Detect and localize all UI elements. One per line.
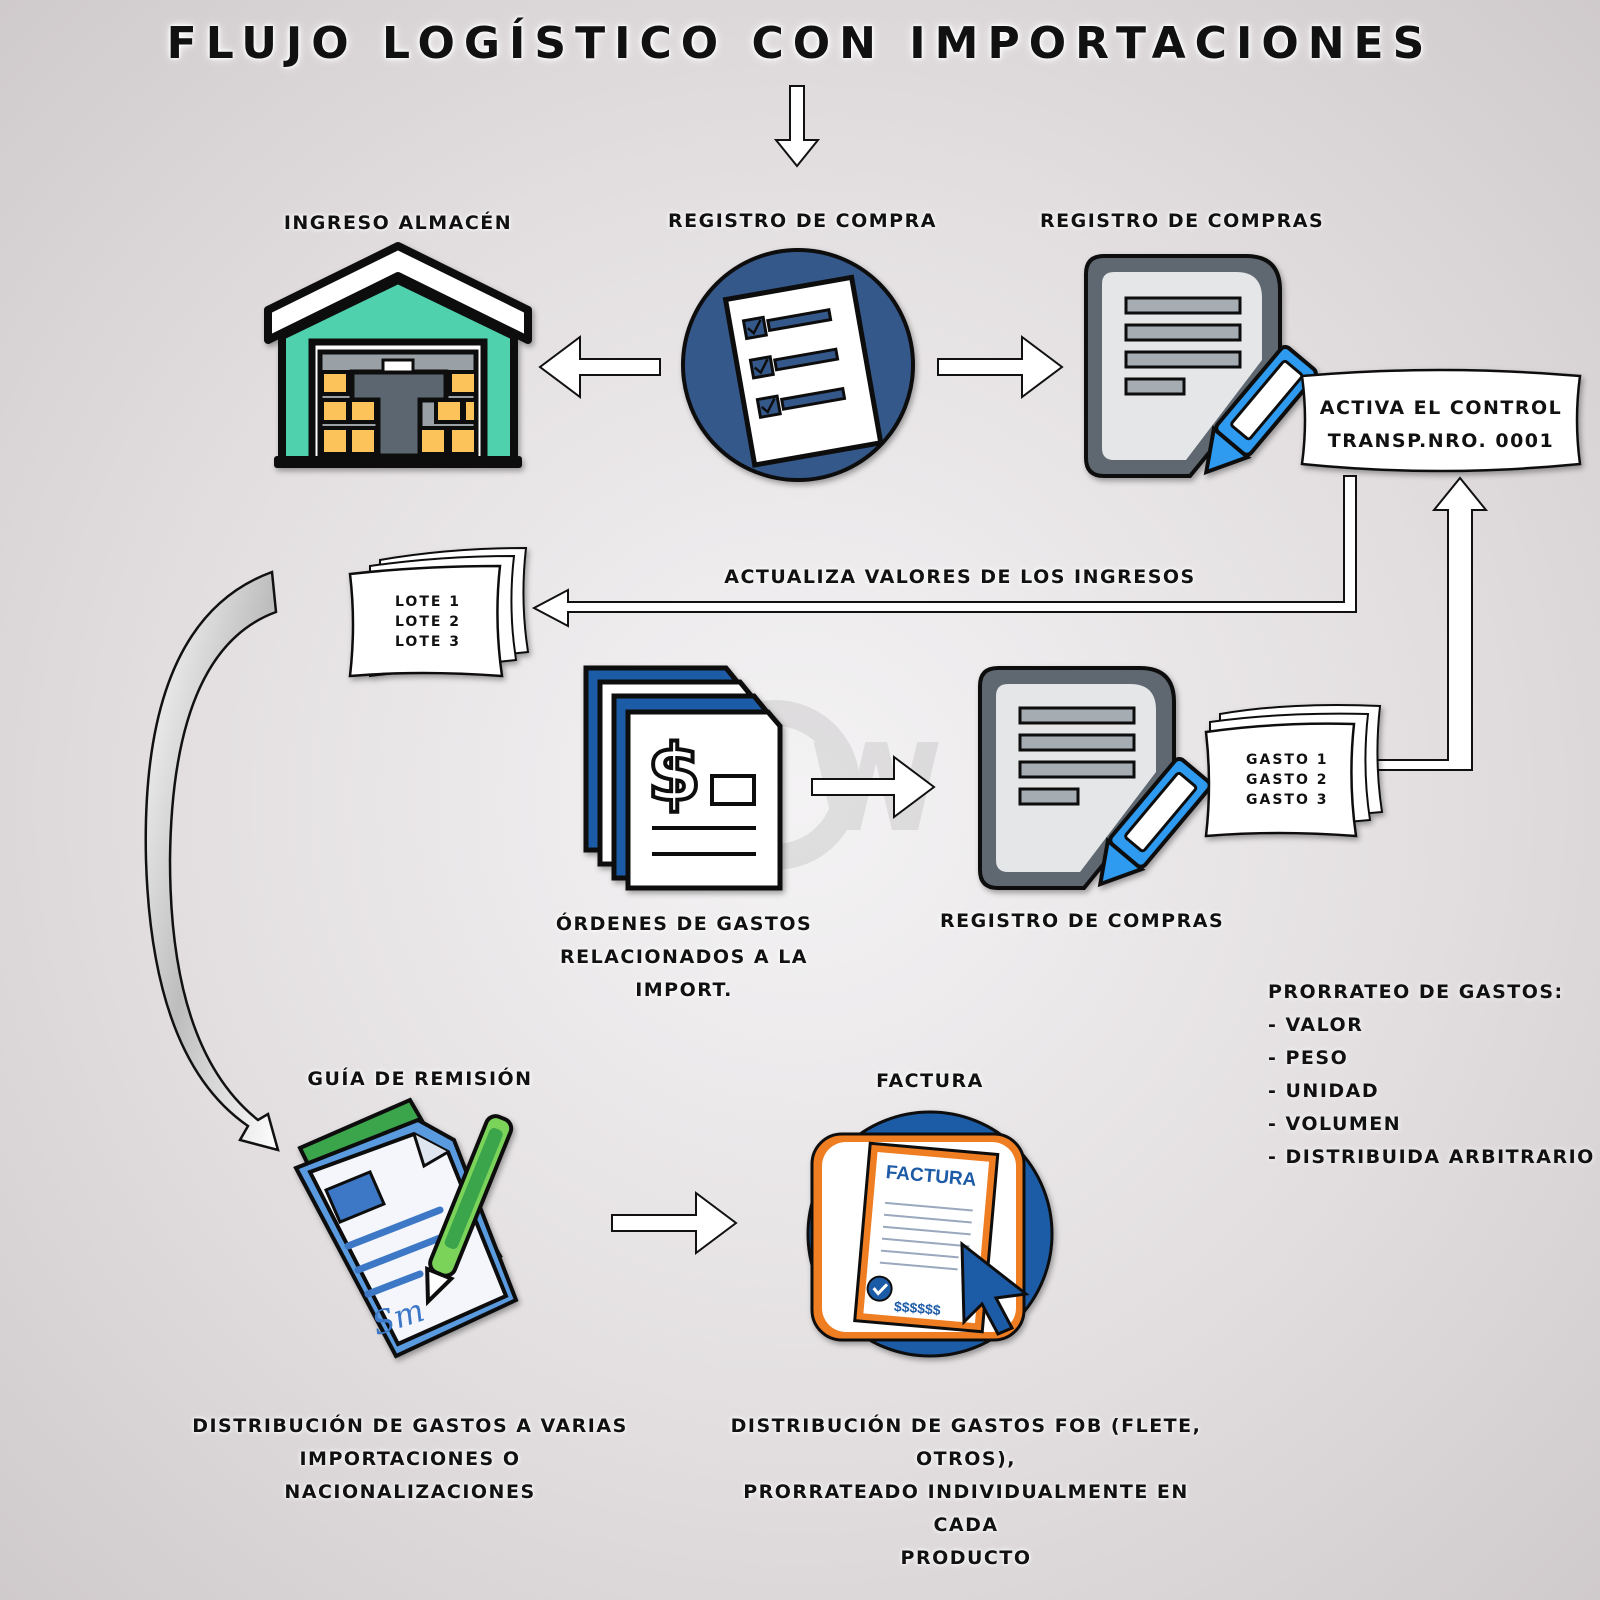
prorrateo-item: - PESO — [1268, 1047, 1349, 1069]
control-line-2: TRANSP.NRO. 0001 — [1327, 430, 1555, 452]
label-dist-fob: DISTRIBUCIÓN DE GASTOS FOB (FLETE, OTROS… — [716, 1410, 1216, 1575]
checklist-icon — [681, 248, 915, 482]
label-registro-compras-mid: REGISTRO DE COMPRAS — [940, 910, 1225, 932]
label-ingreso-almacen: INGRESO ALMACÉN — [283, 212, 513, 234]
prorrateo-list: PRORRATEO DE GASTOS: - VALOR - PESO - UN… — [1268, 976, 1595, 1174]
gasto-3: GASTO 3 — [1246, 792, 1329, 808]
document-edit-icon-mid — [978, 666, 1212, 890]
ordenes-line-2: RELACIONADOS A LA IMPORT. — [559, 946, 809, 1001]
page-title: FLUJO LOGÍSTICO CON IMPORTACIONES — [166, 18, 1434, 69]
gastos-stack — [1204, 704, 1384, 838]
lotes-stack — [348, 546, 530, 678]
prorrateo-item: - UNIDAD — [1268, 1080, 1380, 1102]
warehouse-icon — [264, 242, 532, 468]
gastos-text: GASTO 1 GASTO 2 GASTO 3 — [1246, 750, 1328, 810]
prorrateo-item: - DISTRIBUIDA ARBITRARIO — [1268, 1146, 1595, 1168]
control-banner-text: ACTIVA EL CONTROL TRANSP.NRO. 0001 — [1310, 392, 1572, 458]
dist-varias-line-2: IMPORTACIONES O NACIONALIZACIONES — [284, 1448, 536, 1503]
lote-3: LOTE 3 — [395, 634, 462, 650]
prorrateo-item: - VOLUMEN — [1268, 1113, 1402, 1135]
lotes-text: LOTE 1 LOTE 2 LOTE 3 — [395, 592, 461, 652]
curved-arrow-to-guia — [144, 570, 280, 1152]
dist-fob-line-1: DISTRIBUCIÓN DE GASTOS FOB (FLETE, OTROS… — [730, 1415, 1202, 1470]
guia-remision-icon — [293, 1097, 519, 1359]
label-guia-remision: GUÍA DE REMISIÓN — [307, 1068, 533, 1090]
lote-1: LOTE 1 — [395, 594, 462, 610]
label-dist-varias: DISTRIBUCIÓN DE GASTOS A VARIAS IMPORTAC… — [180, 1410, 640, 1509]
expense-orders-icon: $ — [583, 665, 783, 891]
gasto-1: GASTO 1 — [1246, 752, 1329, 768]
label-registro-compra: REGISTRO DE COMPRA — [668, 210, 937, 232]
dist-fob-line-2: PRORRATEADO INDIVIDUALMENTE EN CADA — [743, 1481, 1189, 1536]
control-banner — [1300, 368, 1582, 473]
label-actualiza-valores: ACTUALIZA VALORES DE LOS INGRESOS — [724, 566, 1196, 588]
prorrateo-item: - VALOR — [1268, 1014, 1364, 1036]
label-factura: FACTURA — [876, 1070, 984, 1092]
arrow-actualiza-valores — [531, 475, 1357, 628]
arrow-gastos-to-control — [1361, 476, 1489, 771]
label-ordenes-gastos: ÓRDENES DE GASTOS RELACIONADOS A LA IMPO… — [514, 908, 854, 1007]
arrow-to-warehouse — [538, 335, 661, 399]
dist-varias-line-1: DISTRIBUCIÓN DE GASTOS A VARIAS — [192, 1415, 628, 1437]
svg-text:$: $ — [647, 729, 701, 819]
control-line-1: ACTIVA EL CONTROL — [1319, 397, 1563, 419]
factura-icon — [806, 1110, 1054, 1358]
arrow-title-down — [773, 85, 821, 168]
arrow-guia-to-factura — [611, 1191, 738, 1255]
arrow-ordenes-to-registro — [811, 755, 936, 819]
label-registro-compras-top: REGISTRO DE COMPRAS — [1040, 210, 1325, 232]
ordenes-line-1: ÓRDENES DE GASTOS — [555, 913, 813, 935]
document-edit-icon — [1084, 254, 1318, 478]
dist-fob-line-3: PRODUCTO — [900, 1547, 1032, 1569]
lote-2: LOTE 2 — [395, 614, 462, 630]
arrow-to-registro-compras — [937, 335, 1064, 399]
prorrateo-heading: PRORRATEO DE GASTOS: — [1268, 981, 1564, 1003]
gasto-2: GASTO 2 — [1246, 772, 1329, 788]
